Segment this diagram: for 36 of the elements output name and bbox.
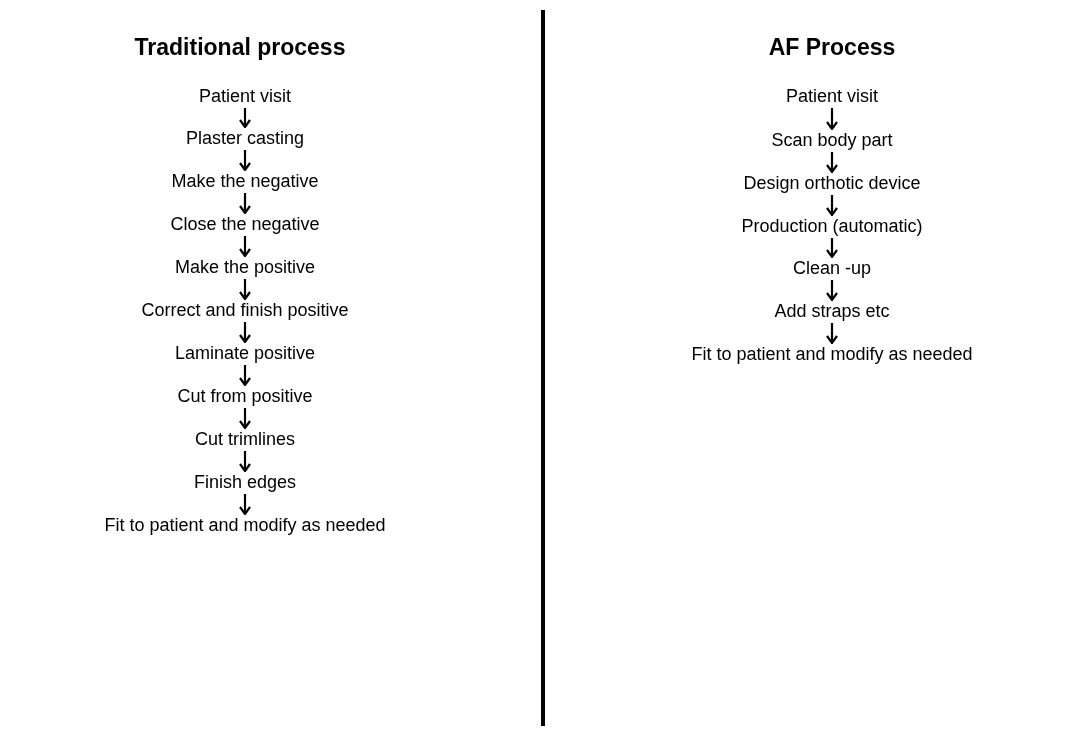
step-text: Correct and finish positive	[141, 300, 349, 321]
step-text: Finish edges	[193, 472, 297, 493]
step-text: Clean -up	[793, 258, 871, 279]
step-text: Make the negative	[171, 171, 319, 192]
arrow	[825, 280, 839, 302]
step-text: Laminate positive	[174, 343, 316, 364]
step-text: Fit to patient and modify as needed	[691, 344, 973, 365]
arrow	[825, 238, 839, 259]
step-text: Cut from positive	[177, 386, 313, 407]
arrow	[238, 193, 252, 215]
step-text: Close the negative	[170, 214, 320, 235]
arrow	[238, 108, 252, 129]
arrow	[238, 322, 252, 344]
step-text: Design orthotic device	[743, 173, 921, 194]
arrow	[238, 150, 252, 172]
step-text: Fit to patient and modify as needed	[104, 515, 386, 536]
step-text: Add straps etc	[774, 301, 890, 322]
arrow	[825, 108, 839, 131]
column-heading: Traditional process	[134, 34, 346, 61]
step-text: Production (automatic)	[741, 216, 923, 237]
step-text: Scan body part	[771, 130, 893, 151]
step-text: Patient visit	[199, 86, 291, 107]
arrow	[238, 408, 252, 430]
step-text: Cut trimlines	[195, 429, 295, 450]
arrow	[238, 279, 252, 301]
arrow	[238, 494, 252, 516]
step-text: Make the positive	[174, 257, 316, 278]
arrow	[238, 365, 252, 387]
step-text: Plaster casting	[185, 128, 305, 149]
arrow	[238, 451, 252, 473]
step-text: Patient visit	[786, 86, 878, 107]
arrow	[825, 195, 839, 217]
arrow	[825, 323, 839, 345]
arrow	[238, 236, 252, 258]
column-heading: AF Process	[768, 34, 896, 61]
arrow	[825, 152, 839, 174]
